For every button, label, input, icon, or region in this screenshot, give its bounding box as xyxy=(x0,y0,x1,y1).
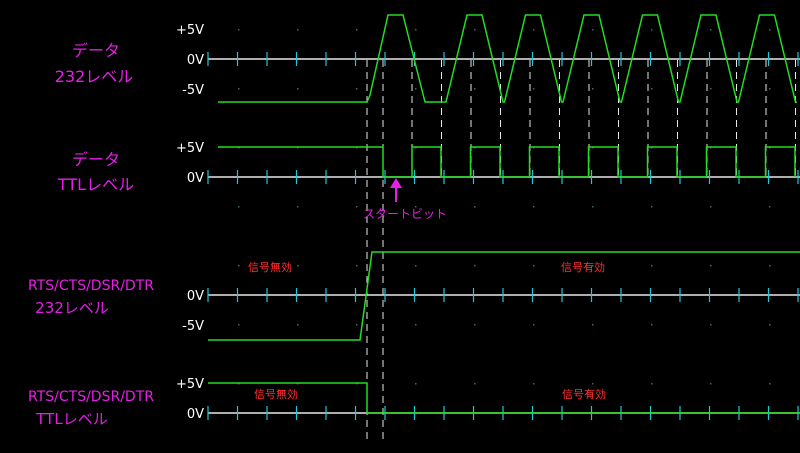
grid-dot xyxy=(769,265,771,267)
grid-dot xyxy=(592,88,594,90)
status-rts-232-valid: 信号有効 xyxy=(561,260,605,274)
label-rts-232-line1: RTS/CTS/DSR/DTR xyxy=(28,278,154,294)
voltage-data-232-minus5: -5V xyxy=(182,83,204,98)
grid-dot xyxy=(592,206,594,208)
label-rts-ttl-line1: RTS/CTS/DSR/DTR xyxy=(28,389,154,405)
grid-dot xyxy=(474,29,476,31)
status-rts-ttl-invalid: 信号無効 xyxy=(254,387,298,401)
signal-waveforms xyxy=(208,14,800,414)
waveform-data-232 xyxy=(218,14,797,103)
label-data-ttl-line2: TTLレベル xyxy=(57,175,134,194)
grid-dot xyxy=(533,88,535,90)
status-rts-ttl-valid: 信号有効 xyxy=(562,387,606,401)
voltage-data-232-zero: 0V xyxy=(187,53,204,68)
voltage-rts-232-minus5: -5V xyxy=(182,319,204,334)
grid-dot xyxy=(533,206,535,208)
grid-dot xyxy=(710,265,712,267)
label-data-232-line2: 232レベル xyxy=(55,67,134,86)
grid-dot xyxy=(415,324,417,326)
grid-dot xyxy=(769,383,771,385)
grid-dot xyxy=(297,265,299,267)
tick-marks xyxy=(207,52,799,420)
grid-dot xyxy=(651,324,653,326)
grid-dot xyxy=(415,206,417,208)
baselines xyxy=(208,58,800,414)
grid-dot xyxy=(651,265,653,267)
grid-dot xyxy=(651,206,653,208)
grid-dot xyxy=(651,88,653,90)
grid-dot xyxy=(474,324,476,326)
grid-dot xyxy=(533,324,535,326)
grid-dot xyxy=(356,265,358,267)
grid-dot xyxy=(710,29,712,31)
grid-dot xyxy=(297,324,299,326)
start-bit-label: スタートビット xyxy=(363,207,447,221)
grid-dot xyxy=(415,88,417,90)
grid-dot xyxy=(592,324,594,326)
label-rts-232-line2: 232レベル xyxy=(35,299,109,317)
grid-dot xyxy=(356,206,358,208)
grid-dot xyxy=(710,206,712,208)
label-data-ttl-line1: データ xyxy=(72,150,120,169)
grid-dot xyxy=(474,265,476,267)
grid-dot xyxy=(415,29,417,31)
grid-dot xyxy=(769,206,771,208)
dashed-markers xyxy=(366,60,796,440)
grid-dot xyxy=(651,29,653,31)
grid-dot xyxy=(651,383,653,385)
voltage-rts-ttl-zero: 0V xyxy=(187,407,204,422)
grid-dot xyxy=(769,324,771,326)
grid-dot xyxy=(474,383,476,385)
grid-dot xyxy=(238,324,240,326)
grid-dot xyxy=(769,88,771,90)
voltage-data-232-plus5: +5V xyxy=(176,23,204,38)
start-bit-arrow-icon xyxy=(390,178,402,202)
grid-dot xyxy=(592,265,594,267)
grid-dot xyxy=(710,88,712,90)
grid-dot xyxy=(533,29,535,31)
grid-dot xyxy=(710,383,712,385)
grid-dot xyxy=(415,265,417,267)
grid-dot xyxy=(415,383,417,385)
grid-dot xyxy=(533,265,535,267)
grid-dot xyxy=(297,88,299,90)
grid-dot xyxy=(769,29,771,31)
grid-dot xyxy=(356,324,358,326)
waveform-rts-ttl xyxy=(208,382,800,414)
grid-dot xyxy=(297,29,299,31)
label-data-232-line1: データ xyxy=(72,41,120,60)
grid-dot xyxy=(356,88,358,90)
grid-dot xyxy=(592,383,594,385)
voltage-data-ttl-plus5: +5V xyxy=(176,141,204,156)
grid-dot xyxy=(474,206,476,208)
grid-dot xyxy=(533,383,535,385)
grid-dot xyxy=(238,29,240,31)
grid-dot xyxy=(238,206,240,208)
waveform-rts-232 xyxy=(208,251,800,341)
grid-dot xyxy=(356,29,358,31)
grid-dot xyxy=(592,29,594,31)
grid-dot xyxy=(238,88,240,90)
voltage-data-ttl-zero: 0V xyxy=(187,171,204,186)
grid-dot xyxy=(710,324,712,326)
voltage-rts-232-zero: 0V xyxy=(187,289,204,304)
grid-dot xyxy=(238,265,240,267)
voltage-rts-ttl-plus5: +5V xyxy=(176,377,204,392)
grid-dot xyxy=(474,88,476,90)
grid-dot xyxy=(297,206,299,208)
label-rts-ttl-line2: TTLレベル xyxy=(35,410,107,428)
status-rts-232-invalid: 信号無効 xyxy=(248,260,292,274)
waveform-data-ttl xyxy=(218,146,796,178)
background-dot-grid xyxy=(238,29,771,385)
